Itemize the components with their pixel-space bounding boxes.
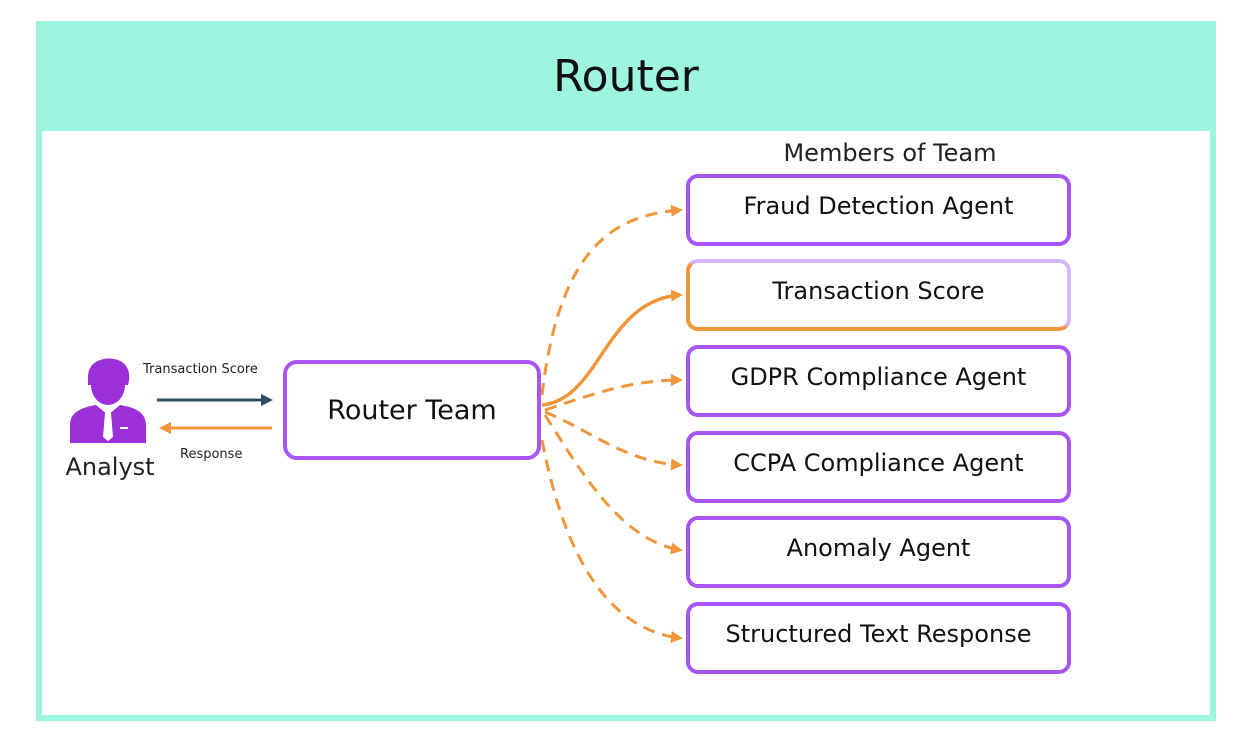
member-label: Anomaly Agent: [786, 534, 971, 562]
analyst-label: Analyst: [65, 453, 155, 481]
member-ccpa-compliance-agent: CCPA Compliance Agent: [686, 431, 1071, 503]
member-transaction-score: Transaction Score: [686, 259, 1071, 331]
header-band: Router: [36, 21, 1216, 131]
member-fraud-detection-agent: Fraud Detection Agent: [686, 174, 1071, 246]
arrow-to-structured: [540, 439, 683, 643]
members-heading: Members of Team: [783, 139, 997, 167]
member-gdpr-compliance-agent: GDPR Compliance Agent: [686, 345, 1071, 417]
request-label: Transaction Score: [143, 362, 258, 377]
member-label: Fraud Detection Agent: [743, 192, 1014, 220]
response-label: Response: [180, 447, 243, 462]
page-title: Router: [553, 51, 699, 102]
member-label: CCPA Compliance Agent: [733, 449, 1024, 477]
analyst-person-icon: [70, 358, 146, 443]
arrow-to-fraud: [540, 204, 683, 396]
member-anomaly-agent: Anomaly Agent: [686, 516, 1071, 588]
arrow-to-transaction-score: [541, 289, 683, 407]
arrow-to-anomaly: [543, 414, 683, 555]
member-label: Structured Text Response: [725, 620, 1032, 648]
arrow-to-gdpr: [544, 374, 683, 412]
router-team-label: Router Team: [327, 394, 497, 426]
member-label: GDPR Compliance Agent: [730, 363, 1027, 391]
member-label: Transaction Score: [772, 277, 985, 305]
arrow-to-ccpa: [544, 410, 683, 471]
router-team-box: Router Team: [283, 360, 541, 460]
member-structured-text-response: Structured Text Response: [686, 602, 1071, 674]
